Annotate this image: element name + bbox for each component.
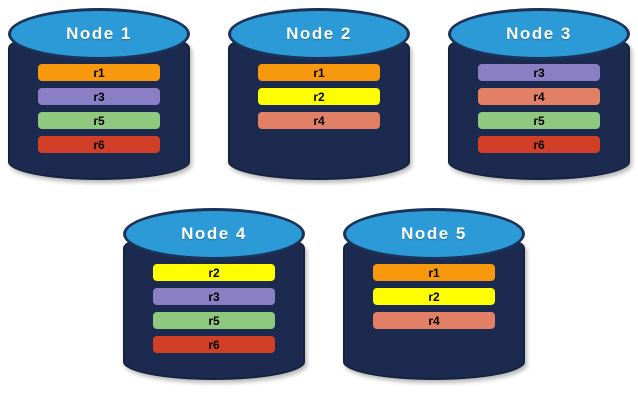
node-label: Node 2 (286, 24, 352, 43)
replica-bar[interactable]: r5 (38, 112, 160, 129)
cylinder-top-icon: Node 3 (448, 8, 630, 60)
replica-bar[interactable]: r6 (38, 136, 160, 153)
replica-bar[interactable]: r5 (478, 112, 600, 129)
node-label: Node 1 (66, 24, 132, 43)
replica-bar[interactable]: r6 (153, 336, 275, 353)
replica-bar[interactable]: r3 (38, 88, 160, 105)
cylinder-body-icon (343, 230, 525, 380)
database-node-4[interactable]: r2 r3 r5 r6 Node 4 (123, 208, 305, 386)
replica-list: r2 r3 r5 r6 (153, 264, 275, 353)
replica-bar[interactable]: r6 (478, 136, 600, 153)
node-label: Node 4 (181, 224, 247, 243)
replica-bar[interactable]: r4 (478, 88, 600, 105)
replica-bar[interactable]: r1 (258, 64, 380, 81)
cylinder-body-icon (123, 230, 305, 380)
replica-bar[interactable]: r1 (373, 264, 495, 281)
replica-list: r1 r2 r4 (373, 264, 495, 329)
replica-bar[interactable]: r4 (373, 312, 495, 329)
replica-bar[interactable]: r2 (373, 288, 495, 305)
cylinder-top-icon: Node 4 (123, 208, 305, 260)
replica-bar[interactable]: r3 (478, 64, 600, 81)
replica-bar[interactable]: r3 (153, 288, 275, 305)
node-label: Node 3 (506, 24, 572, 43)
node-label: Node 5 (401, 224, 467, 243)
replica-bar[interactable]: r2 (258, 88, 380, 105)
database-node-1[interactable]: r1 r3 r5 r6 Node 1 (8, 8, 190, 186)
replica-list: r1 r2 r4 (258, 64, 380, 129)
database-node-3[interactable]: r3 r4 r5 r6 Node 3 (448, 8, 630, 186)
cylinder-top-icon: Node 5 (343, 208, 525, 260)
replica-bar[interactable]: r1 (38, 64, 160, 81)
replica-list: r1 r3 r5 r6 (38, 64, 160, 153)
database-node-2[interactable]: r1 r2 r4 Node 2 (228, 8, 410, 186)
replica-bar[interactable]: r4 (258, 112, 380, 129)
cylinder-top-icon: Node 2 (228, 8, 410, 60)
database-node-5[interactable]: r1 r2 r4 Node 5 (343, 208, 525, 386)
cylinder-top-icon: Node 1 (8, 8, 190, 60)
replica-bar[interactable]: r2 (153, 264, 275, 281)
replica-bar[interactable]: r5 (153, 312, 275, 329)
replica-list: r3 r4 r5 r6 (478, 64, 600, 153)
